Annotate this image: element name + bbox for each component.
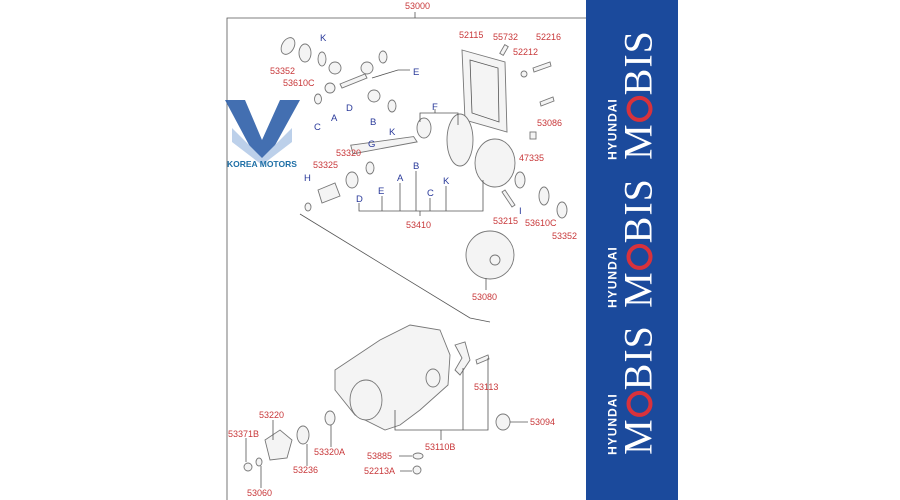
part-label: 52115 [459,30,483,40]
part-number-labels: 53352 53610C 52115 55732 52216 52212 530… [228,30,577,498]
hyundai-mobis-logo: HYUNDAI MBIS [586,30,678,160]
part-label: 53220 [259,410,284,420]
logo-mobis-text: MBIS [615,30,661,160]
part-label: 53320 [336,148,361,158]
part-label: 53060 [247,488,272,498]
svg-text:KOREA MOTORS: KOREA MOTORS [227,159,297,169]
hyundai-mobis-logo: HYUNDAI MBIS [586,325,678,455]
reference-letters: K E D A C B K F G H E A B C K D I [304,33,522,217]
part-label: 53885 [367,451,392,461]
mobis-ring-icon [626,244,653,271]
part-label: 52216 [536,32,561,42]
ref-letter: A [397,173,404,184]
part-label: 53086 [537,118,562,128]
ref-letter: A [331,113,338,124]
ref-letter: D [346,103,353,114]
ref-letter: B [413,161,419,172]
part-label: 53610C [525,218,557,228]
hyundai-mobis-brand-panel: HYUNDAI MBIS HYUNDAI MBIS HYUNDAI MBIS [586,0,678,500]
assembly-number: 53000 [405,1,430,11]
ref-letter: B [370,117,376,128]
part-label: 53320A [314,447,345,457]
ref-letter: F [432,102,438,113]
ref-letter: K [443,176,450,187]
part-label: 53352 [270,66,295,76]
part-label: 53325 [313,160,338,170]
part-label: 53352 [552,231,577,241]
axle-housing-parts [243,324,528,488]
hyundai-mobis-logo: HYUNDAI MBIS [586,178,678,308]
part-label: 47335 [519,153,544,163]
ref-letter: K [389,127,396,138]
part-label: 53610C [283,78,315,88]
part-label: 53094 [530,417,555,427]
part-label: 52212 [513,47,538,57]
part-label: 52213A [364,466,395,476]
part-label: 53215 [493,216,518,226]
mobis-ring-icon [626,391,653,418]
ref-letter: I [519,206,522,217]
differential-gear-parts [280,37,568,323]
ref-letter: D [356,194,363,205]
ref-letter: H [304,173,311,184]
diagram-frame [226,12,588,500]
part-label: 53371B [228,429,259,439]
ref-letter: G [368,139,375,150]
part-label: 53236 [293,465,318,475]
part-label: 53110B [425,442,455,452]
ref-letter: C [427,188,434,199]
part-label: 53410 [406,220,431,230]
korea-motors-logo: KOREA MOTORS [225,100,300,169]
part-label: 53080 [472,292,497,302]
ref-letter: E [413,67,419,78]
mobis-ring-icon [626,96,653,123]
ref-letter: C [314,122,321,133]
ref-letter: K [320,33,327,44]
ref-letter: E [378,186,384,197]
part-label: 53113 [474,382,498,392]
part-label: 55732 [493,32,518,42]
logo-mobis-text: MBIS [615,178,661,308]
logo-mobis-text: MBIS [615,325,661,455]
